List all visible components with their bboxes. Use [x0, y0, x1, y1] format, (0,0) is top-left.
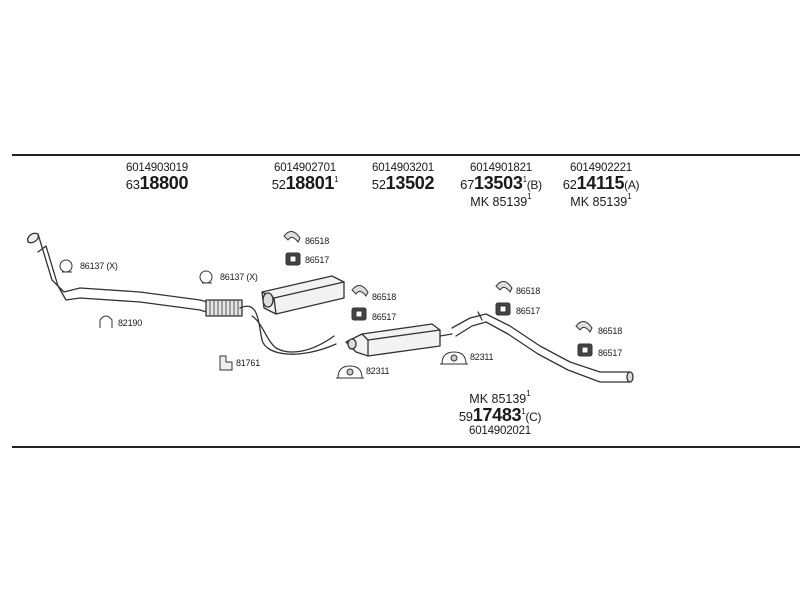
catalog-code: 13503 — [474, 173, 523, 194]
oem-part-number: 6014902021 — [469, 425, 531, 438]
label-rubber-right-b: 86517 — [598, 348, 623, 358]
label-rubber-top-a: 86517 — [305, 255, 330, 265]
hanger-icon — [283, 231, 301, 243]
mounting-kit-code: MK 851391 — [470, 191, 532, 209]
front-silencer — [239, 275, 345, 355]
label-clamp-82311-a: 82311 — [366, 366, 390, 376]
label-hanger-right-b: 86518 — [598, 326, 623, 336]
hanger-icon — [495, 281, 513, 293]
pipe-clamp-icon — [199, 270, 213, 284]
oem-part-number: 6014902701 — [274, 162, 336, 174]
label-clamp-front: 86137 (X) — [80, 261, 118, 271]
u-bolt-icon — [99, 315, 113, 328]
mounting-bracket-icon — [219, 355, 233, 371]
label-rubber-mid: 86517 — [372, 312, 397, 322]
top-divider — [12, 154, 800, 156]
bottom-divider — [12, 446, 800, 448]
assembly-rear-pipe-b: 6014901821 67135031(B) MK 851391 — [446, 162, 556, 209]
label-hanger-mid: 86518 — [372, 292, 397, 302]
assembly-rear-pipe-c: MK 851391 59174831(C) 6014902021 — [440, 389, 560, 438]
front-pipe — [26, 232, 243, 317]
exhaust-clamp-icon — [440, 351, 468, 365]
oem-part-number: 6014901821 — [470, 162, 532, 174]
mounting-kit-code: MK 851391 — [570, 191, 632, 209]
catalog-code: 14115 — [576, 173, 625, 194]
middle-silencer — [345, 323, 453, 357]
label-clamp-82311-b: 82311 — [470, 352, 494, 362]
assembly-front-silencer: 6014902701 52188011 — [250, 162, 360, 193]
label-rubber-right-a: 86517 — [516, 306, 541, 316]
hanger-icon — [351, 285, 369, 297]
label-ubolt: 82190 — [118, 318, 143, 328]
catalog-code: 17483 — [472, 405, 522, 426]
exhaust-clamp-icon — [336, 365, 364, 379]
assembly-middle-silencer: 6014903201 5213502 — [348, 162, 458, 193]
label-bracket: 81761 — [236, 358, 261, 368]
oem-part-number: 6014903019 — [126, 162, 188, 174]
catalog-code: 18800 — [139, 173, 189, 194]
oem-part-number: 6014903201 — [372, 162, 434, 174]
catalog-code: 13502 — [385, 173, 435, 194]
rear-pipe — [451, 311, 634, 383]
label-hanger-top-a: 86518 — [305, 236, 330, 246]
pipe-clamp-icon — [59, 259, 73, 273]
hanger-icon — [575, 321, 593, 333]
assembly-tail-pipe-a: 6014902221 6214115(A) MK 851391 — [546, 162, 656, 209]
rubber-mount-icon — [285, 252, 301, 266]
label-clamp-mid: 86137 (X) — [220, 272, 258, 282]
catalog-code: 18801 — [285, 173, 335, 194]
oem-part-number: 6014902221 — [570, 162, 632, 174]
assembly-front-pipe: 6014903019 6318800 — [102, 162, 212, 193]
rubber-mount-icon — [577, 343, 593, 357]
mounting-kit-code: MK 851391 — [469, 389, 531, 406]
label-hanger-right-a: 86518 — [516, 286, 541, 296]
rubber-mount-icon — [351, 307, 367, 321]
rubber-mount-icon — [495, 302, 511, 316]
